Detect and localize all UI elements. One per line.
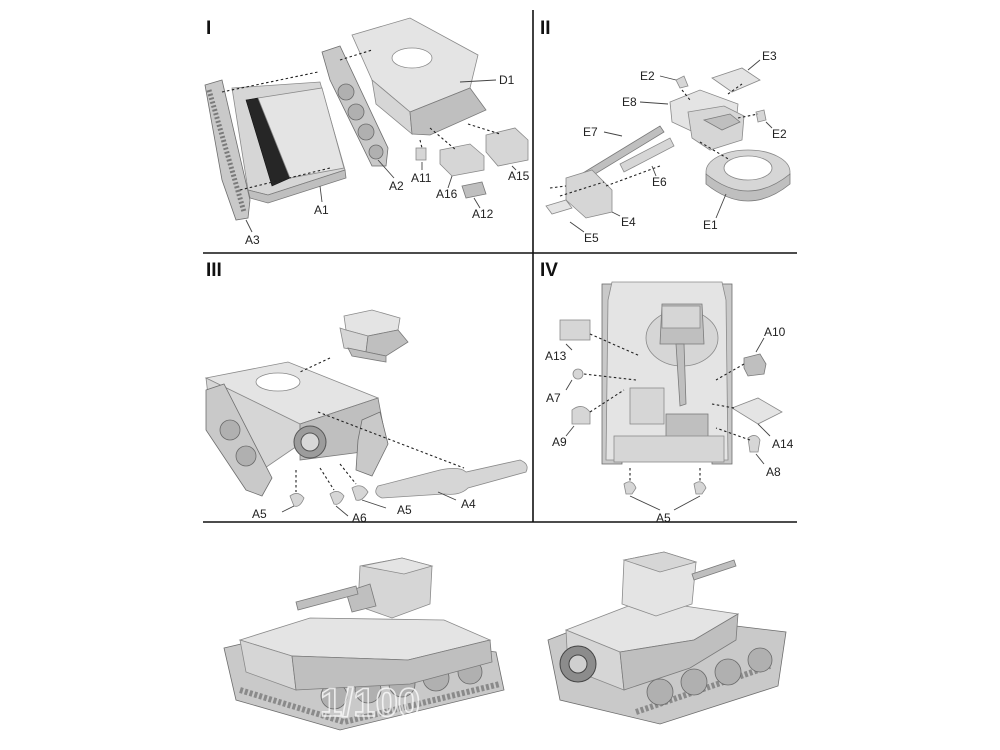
label-e7: E7 bbox=[583, 125, 598, 139]
label-e1: E1 bbox=[703, 218, 718, 232]
label-a9: A9 bbox=[552, 435, 567, 449]
part-a16-shape bbox=[439, 143, 485, 177]
part-a15-shape bbox=[485, 127, 529, 167]
label-a8: A8 bbox=[766, 465, 781, 479]
step-label-3: III bbox=[206, 260, 222, 281]
label-a5-left: A5 bbox=[252, 507, 267, 521]
label-a3: A3 bbox=[245, 233, 260, 247]
label-a7: A7 bbox=[546, 391, 561, 405]
label-e5: E5 bbox=[584, 231, 599, 245]
label-d1: D1 bbox=[499, 73, 515, 87]
part-a7-shape bbox=[572, 368, 584, 380]
label-a14: A14 bbox=[772, 437, 794, 451]
hook-a5-left-shape bbox=[289, 493, 305, 507]
part-e5-shape bbox=[545, 199, 573, 215]
panel-step-3: A5 A6 A5 A4 bbox=[204, 309, 528, 525]
part-e2-top-shape bbox=[675, 75, 689, 89]
hook-a5-bottom-right-shape bbox=[693, 481, 707, 495]
part-a8-shape bbox=[747, 435, 761, 453]
turret-ring-e1 bbox=[705, 149, 791, 202]
turret-assembly bbox=[339, 309, 409, 363]
label-a1: A1 bbox=[314, 203, 329, 217]
exhaust-a4-shape bbox=[375, 459, 528, 499]
label-a12: A12 bbox=[472, 207, 494, 221]
label-a2: A2 bbox=[389, 179, 404, 193]
panel-step-4: A13 A7 A9 A10 A14 A8 A5 bbox=[545, 281, 794, 525]
label-e3: E3 bbox=[762, 49, 777, 63]
label-a15: A15 bbox=[508, 169, 530, 183]
panel-step-1: A3 A1 A2 D1 A11 A16 A12 A15 bbox=[204, 17, 530, 247]
label-a6: A6 bbox=[352, 511, 367, 525]
label-e6: E6 bbox=[652, 175, 667, 189]
step-label-1: I bbox=[206, 18, 211, 39]
part-e3-shape bbox=[711, 67, 761, 93]
part-a9-shape bbox=[571, 406, 591, 425]
part-a14-shape bbox=[731, 397, 783, 425]
label-e2-right: E2 bbox=[772, 127, 787, 141]
label-e4: E4 bbox=[621, 215, 636, 229]
hull-assembly bbox=[204, 361, 389, 497]
hook-a5-bottom-left-shape bbox=[623, 481, 637, 495]
label-a10: A10 bbox=[764, 325, 786, 339]
track-a3 bbox=[204, 79, 251, 221]
label-a5-right: A5 bbox=[397, 503, 412, 517]
part-a11-shape bbox=[415, 147, 427, 161]
part-e2-right-shape bbox=[755, 109, 767, 123]
finished-tank-left-render bbox=[223, 557, 505, 731]
panel-dividers bbox=[203, 10, 797, 523]
label-a5-bottom: A5 bbox=[656, 511, 671, 525]
watermark-logo: 1/100 bbox=[320, 681, 420, 725]
hook-a5-right-shape bbox=[351, 485, 369, 501]
part-a13-shape bbox=[559, 319, 591, 341]
turret-e8 bbox=[669, 89, 745, 151]
label-e8: E8 bbox=[622, 95, 637, 109]
gun-e6-shape bbox=[619, 137, 675, 173]
label-a16: A16 bbox=[436, 187, 458, 201]
part-a10-shape bbox=[743, 353, 767, 377]
upper-hull-d1 bbox=[351, 17, 487, 136]
mantlet-e4-shape bbox=[565, 169, 613, 219]
label-a13: A13 bbox=[545, 349, 567, 363]
hook-a6-shape bbox=[329, 491, 345, 505]
part-a12-shape bbox=[461, 181, 487, 199]
hull-floor-a1 bbox=[231, 81, 347, 204]
label-a4: A4 bbox=[461, 497, 476, 511]
label-a11: A11 bbox=[411, 171, 432, 185]
panel-step-2: E3 E2 E8 E2 E7 E6 E4 E5 E1 bbox=[545, 49, 791, 245]
step-label-2: II bbox=[540, 18, 551, 39]
step-label-4: IV bbox=[540, 260, 558, 281]
tank-top-view bbox=[601, 281, 733, 465]
finished-tank-right-render bbox=[547, 551, 787, 725]
label-e2-top: E2 bbox=[640, 69, 655, 83]
track-a2 bbox=[321, 45, 389, 167]
